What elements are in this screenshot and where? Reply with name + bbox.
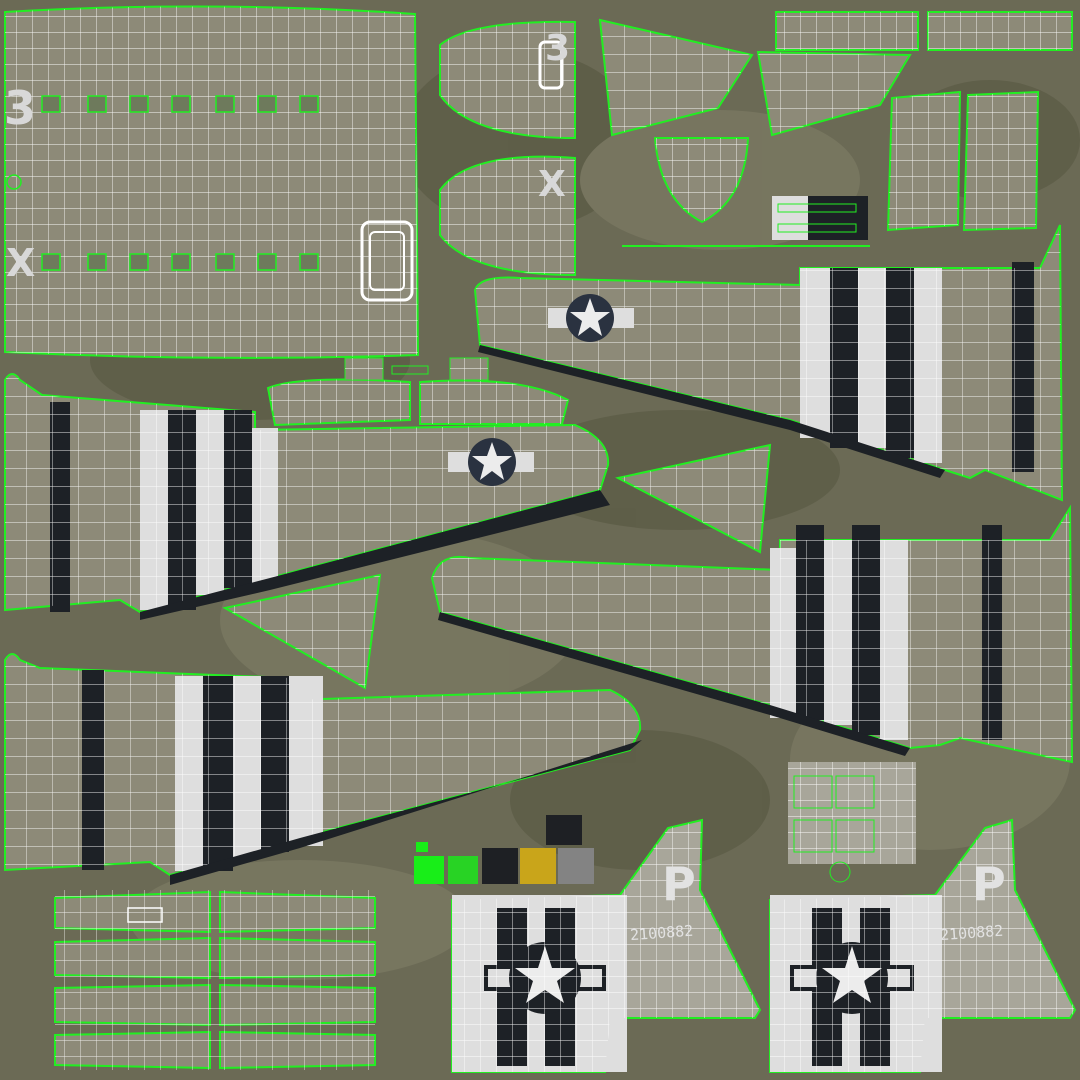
center-strips bbox=[266, 357, 570, 427]
nose-letter-top: 3 bbox=[545, 28, 570, 69]
nose-letter-bottom: X bbox=[538, 164, 566, 205]
swatch-yellow bbox=[520, 848, 556, 884]
wing-upper-right bbox=[473, 224, 1064, 502]
fin-piece-a bbox=[598, 18, 754, 137]
tail-serial-left: 2100882 bbox=[630, 922, 694, 944]
strip-piece-a bbox=[775, 11, 919, 51]
nose-piece-bottom: X bbox=[439, 155, 576, 277]
fuselage-panel: 3 X bbox=[4, 5, 420, 359]
detail-strip bbox=[622, 196, 870, 247]
roundel-star-2 bbox=[448, 438, 534, 486]
window-row-top bbox=[41, 95, 319, 113]
wing-lower-left bbox=[4, 653, 642, 885]
tail-serial-right: 2100882 bbox=[940, 922, 1004, 944]
tail-fin-right: P 2100882 bbox=[769, 818, 1077, 1073]
strip-piece-b bbox=[927, 11, 1073, 51]
nose-piece-top: 3 bbox=[439, 20, 576, 140]
tail-letter-right: P bbox=[972, 857, 1006, 911]
swatch-green-b bbox=[448, 856, 478, 884]
nacelle-strips bbox=[54, 890, 376, 1070]
tail-fin-left: P 2100882 bbox=[451, 818, 762, 1073]
tail-letter-left: P bbox=[662, 857, 696, 911]
fuselage-letter-top: 3 bbox=[4, 81, 36, 135]
swatch-dark bbox=[546, 815, 582, 845]
tri-piece-a bbox=[615, 443, 772, 554]
bracket-pieces bbox=[886, 90, 1040, 232]
fuselage-letter-bottom: X bbox=[6, 241, 35, 285]
fin-piece-b bbox=[756, 50, 912, 137]
wing-middle-left bbox=[4, 373, 610, 620]
detail-tile bbox=[788, 762, 916, 883]
swatch-grey bbox=[558, 848, 594, 884]
swatch-black bbox=[482, 848, 518, 884]
hatch-outline bbox=[360, 220, 414, 302]
shield-piece bbox=[653, 137, 750, 224]
color-swatches bbox=[414, 815, 594, 884]
swatch-green-a bbox=[414, 856, 444, 884]
window-row-bottom bbox=[41, 253, 319, 271]
wing-lower-right bbox=[430, 504, 1074, 764]
tri-piece-b bbox=[222, 573, 382, 690]
roundel-star bbox=[548, 294, 634, 342]
